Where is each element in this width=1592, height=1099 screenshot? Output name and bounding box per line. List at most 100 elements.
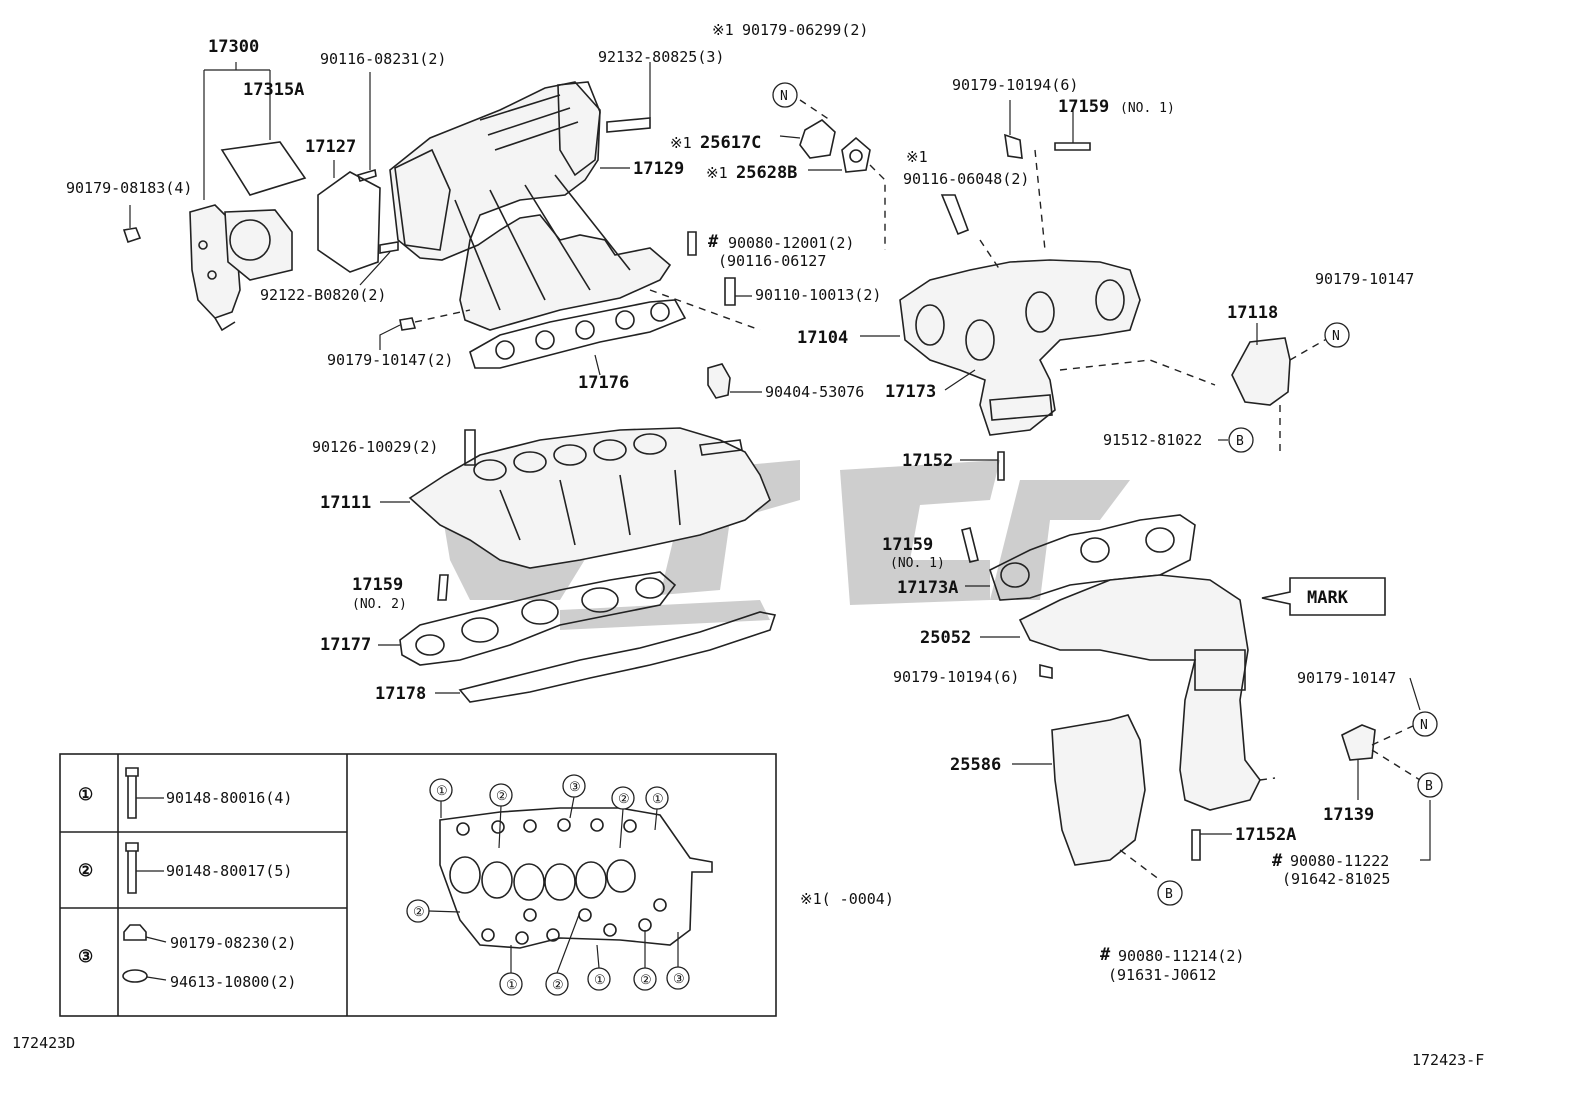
gasket-25628b (841, 136, 871, 173)
heat-insulator-25586 (1051, 714, 1146, 866)
label-91642-81025: (91642-81025 (1282, 870, 1390, 888)
label-91512-81022: 91512-81022 (1103, 431, 1202, 449)
gasket-17127 (317, 171, 381, 273)
label-17315a: 17315A (243, 80, 304, 100)
intake-manifold-17111 (408, 427, 771, 569)
legend-row2-part: 90148-80017(5) (166, 862, 292, 880)
legend-row1-part: 90148-80016(4) (166, 789, 292, 807)
mark-box (1261, 577, 1386, 616)
label-90116-06048: 90116-06048(2) (903, 170, 1029, 188)
gasket-17173a (989, 514, 1196, 601)
label-17111: 17111 (320, 493, 371, 513)
label-90080-11222: 90080-11222 (1290, 852, 1389, 870)
label-90179-10147-2: 90179-10147(2) (327, 351, 453, 369)
label-25628b: 25628B (736, 163, 797, 183)
marker-b-3: B (1157, 880, 1183, 906)
gasket-25617c (799, 119, 836, 159)
label-90110-10013: 90110-10013(2) (755, 286, 881, 304)
bolt-icon (125, 842, 139, 894)
pattern-marker-8: ② (496, 789, 508, 804)
label-25052: 25052 (920, 628, 971, 648)
hash-mark-3: # (1100, 945, 1111, 965)
label-17104: 17104 (797, 328, 848, 348)
legend-row3-marker: ③ (78, 947, 93, 967)
label-90179-10194-b: 90179-10194(6) (893, 668, 1019, 686)
label-17173a: 17173A (897, 578, 958, 598)
label-90179-06299: 90179-06299(2) (742, 21, 868, 39)
label-17152a: 17152A (1235, 825, 1296, 845)
heat-insulator-17118 (1231, 337, 1291, 406)
marker-b-2: B (1417, 772, 1443, 798)
pattern-marker-1: N (780, 89, 788, 104)
bracket-17139 (1341, 724, 1376, 761)
label-17300: 17300 (208, 37, 259, 57)
label-92122-b0820: 92122-B0820(2) (260, 286, 386, 304)
marker-b-1: B (1228, 427, 1254, 453)
label-17173: 17173 (885, 382, 936, 402)
diagram-ref-left: 172423D (12, 1034, 75, 1052)
nut-icon (123, 924, 147, 941)
label-no1-mid: (NO. 1) (890, 556, 945, 571)
note-star-1a: ※1 (712, 21, 734, 39)
label-25617c: 25617C (700, 133, 761, 153)
label-90179-10147-a: 90179-10147 (1315, 270, 1414, 288)
label-90080-12001: 90080-12001(2) (728, 234, 854, 252)
hash-mark-1: # (708, 232, 719, 252)
bolt-pattern-diagram (406, 774, 713, 996)
label-17129: 17129 (633, 159, 684, 179)
label-17159-no2: 17159 (352, 575, 403, 595)
note-star-1d: ※1 (906, 148, 928, 166)
pattern-marker-7: ① (436, 784, 448, 799)
washer-icon (122, 969, 148, 983)
gasket-17178 (458, 611, 777, 703)
gasket-17315a (220, 141, 307, 196)
pattern-marker-9: ③ (569, 780, 581, 795)
label-90116-08231: 90116-08231(2) (320, 50, 446, 68)
note-star-1c: ※1 (706, 164, 728, 182)
label-17152: 17152 (902, 451, 953, 471)
pattern-marker-6: B (1165, 887, 1173, 902)
nut-90179-08183 (122, 227, 142, 244)
exhaust-manifold-17104 (899, 259, 1141, 436)
pattern-marker-3: B (1236, 434, 1244, 449)
pattern-marker-10: ② (618, 792, 630, 807)
label-17176: 17176 (578, 373, 629, 393)
hash-mark-2: # (1272, 851, 1283, 871)
pattern-marker-12: ② (413, 905, 425, 920)
marker-n-1: N (772, 82, 798, 108)
marker-n-2: N (1324, 322, 1350, 348)
bolt-legend-table: ① ② ③ 90148-80016(4) 90148-80017(5) 9017… (59, 753, 777, 1017)
label-17118: 17118 (1227, 303, 1278, 323)
label-90404-53076: 90404-53076 (765, 383, 864, 401)
footnote-star-1: ※1( -0004) (800, 890, 894, 908)
label-90179-10147-b: 90179-10147 (1297, 669, 1396, 687)
diagram-ref-right: 172423-F (1412, 1051, 1484, 1069)
label-17127: 17127 (305, 137, 356, 157)
pattern-marker-4: N (1420, 718, 1428, 733)
label-90080-11214: 90080-11214(2) (1118, 947, 1244, 965)
label-90126-10029: 90126-10029(2) (312, 438, 438, 456)
label-25586: 25586 (950, 755, 1001, 775)
intake-plenum-17129 (389, 81, 672, 331)
pattern-marker-16: ② (640, 973, 652, 988)
label-no2: (NO. 2) (352, 597, 407, 612)
label-17159-no1-top: 17159 (1058, 97, 1109, 117)
gasket-17177 (399, 571, 677, 666)
label-90179-08183: 90179-08183(4) (66, 179, 192, 197)
legend-row3-part-a: 90179-08230(2) (170, 934, 296, 952)
label-90179-10194-top: 90179-10194(6) (952, 76, 1078, 94)
label-17177: 17177 (320, 635, 371, 655)
label-17139: 17139 (1323, 805, 1374, 825)
label-mark: MARK (1307, 588, 1349, 608)
legend-row2-marker: ② (78, 861, 93, 881)
bolt-icon (125, 767, 139, 819)
pattern-marker-14: ② (552, 978, 564, 993)
label-92132-80825: 92132-80825(3) (598, 48, 724, 66)
throttle-body-17300 (189, 204, 293, 332)
marker-n-3: N (1412, 711, 1438, 737)
legend-row1-marker: ① (78, 785, 93, 805)
label-17178: 17178 (375, 684, 426, 704)
pattern-marker-15: ① (594, 973, 606, 988)
label-91631-j0612: (91631-J0612 (1108, 966, 1216, 984)
